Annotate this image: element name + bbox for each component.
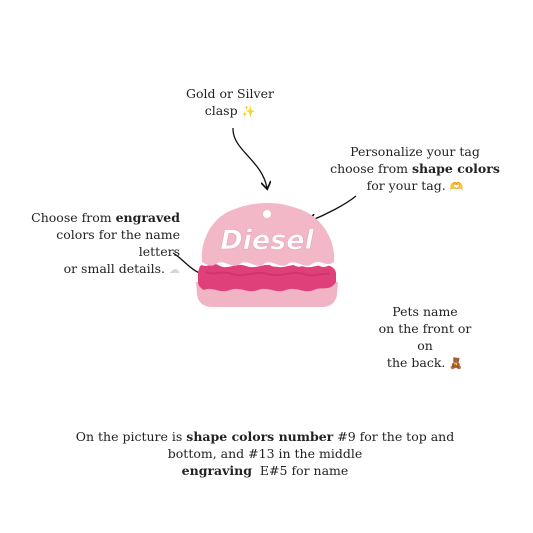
arrow-clasp [232,127,267,188]
tag-cream [199,260,339,267]
arrow-shape [310,195,357,221]
shape-colors-note: Personalize your tag choose from shape c… [320,143,510,195]
clasp-note: Gold or Silver clasp ✨ [170,85,290,120]
shape-line1: Personalize your tag [350,144,480,159]
tag-name: Diesel [220,225,314,256]
engraved-note: Choose from engraved colors for the name… [31,210,180,276]
tag-top [201,203,335,266]
clasp-line2: clasp [204,103,238,118]
sparkles-icon: ✨ [241,105,256,118]
heart-hands-icon: 🫶 [449,180,464,193]
shape-colors-emphasis: shape colors [411,161,500,176]
clasp-line1: Gold or Silver [186,86,274,101]
teddy-bear-icon: 🧸 [449,357,464,370]
cloud-icon: ☁ [169,263,180,276]
pets-name-note: Pets name on the front or on the back. 🧸 [378,304,472,370]
tag-middle-shade [205,271,331,277]
tag-middle [198,263,336,292]
tag-hole [263,210,271,218]
pet-tag: Diesel [196,203,339,307]
engraved-emphasis: engraved [115,210,180,225]
picture-description: On the picture is shape colors number #9… [75,429,455,478]
